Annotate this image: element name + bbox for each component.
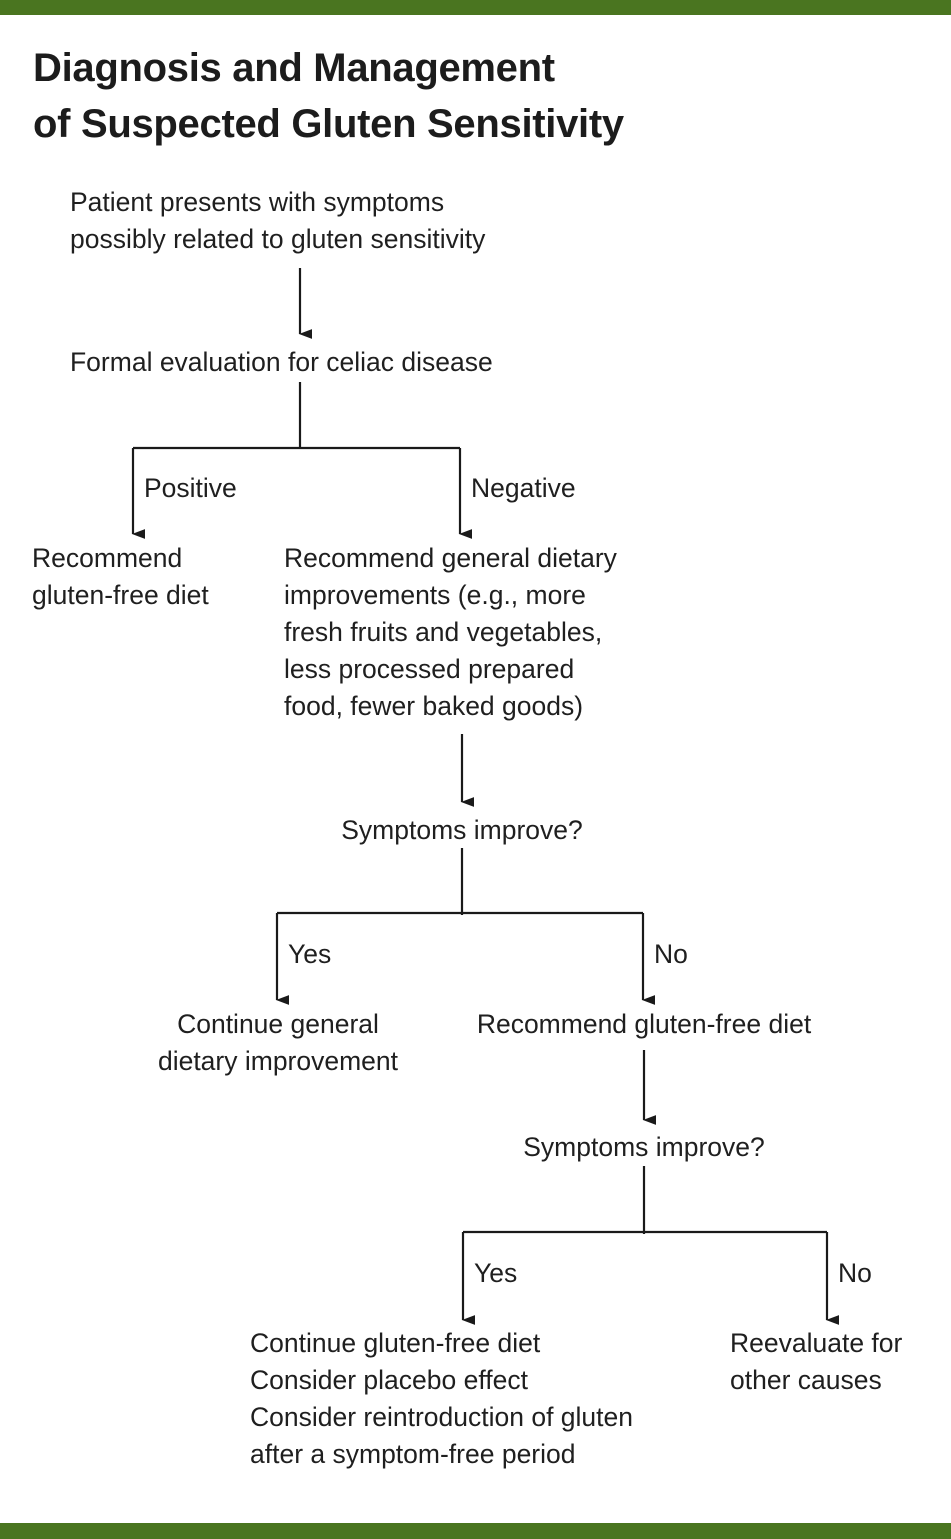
edge-label-yes-1: Yes	[288, 939, 332, 969]
node-symptoms-improve-2: Symptoms improve?	[523, 1132, 765, 1162]
page-title: Diagnosis and Management of Suspected Gl…	[33, 46, 624, 146]
node-symptoms-improve-1: Symptoms improve?	[341, 815, 583, 845]
node-start: Patient presents with symptoms possibly …	[70, 187, 486, 254]
node-reevaluate: Reevaluate for other causes	[730, 1328, 903, 1395]
edge-label-no-2: No	[838, 1258, 872, 1288]
node-continue-gfd-outcome: Continue gluten-free diet Consider place…	[250, 1328, 634, 1469]
edge-label-yes-2: Yes	[474, 1258, 518, 1288]
bottom-accent-bar	[0, 1523, 951, 1539]
node-recommend-general-dietary: Recommend general dietary improvements (…	[284, 543, 617, 721]
edge-label-positive: Positive	[144, 473, 237, 503]
edge-label-no-1: No	[654, 939, 688, 969]
top-accent-bar	[0, 0, 951, 15]
edge-label-negative: Negative	[471, 473, 576, 503]
node-continue-general-dietary: Continue general dietary improvement	[157, 1009, 399, 1076]
node-recommend-gfd-no: Recommend gluten-free diet	[476, 1009, 812, 1039]
node-formal-evaluation: Formal evaluation for celiac disease	[70, 347, 493, 377]
node-recommend-gfd-positive: Recommend gluten-free diet	[32, 543, 209, 610]
